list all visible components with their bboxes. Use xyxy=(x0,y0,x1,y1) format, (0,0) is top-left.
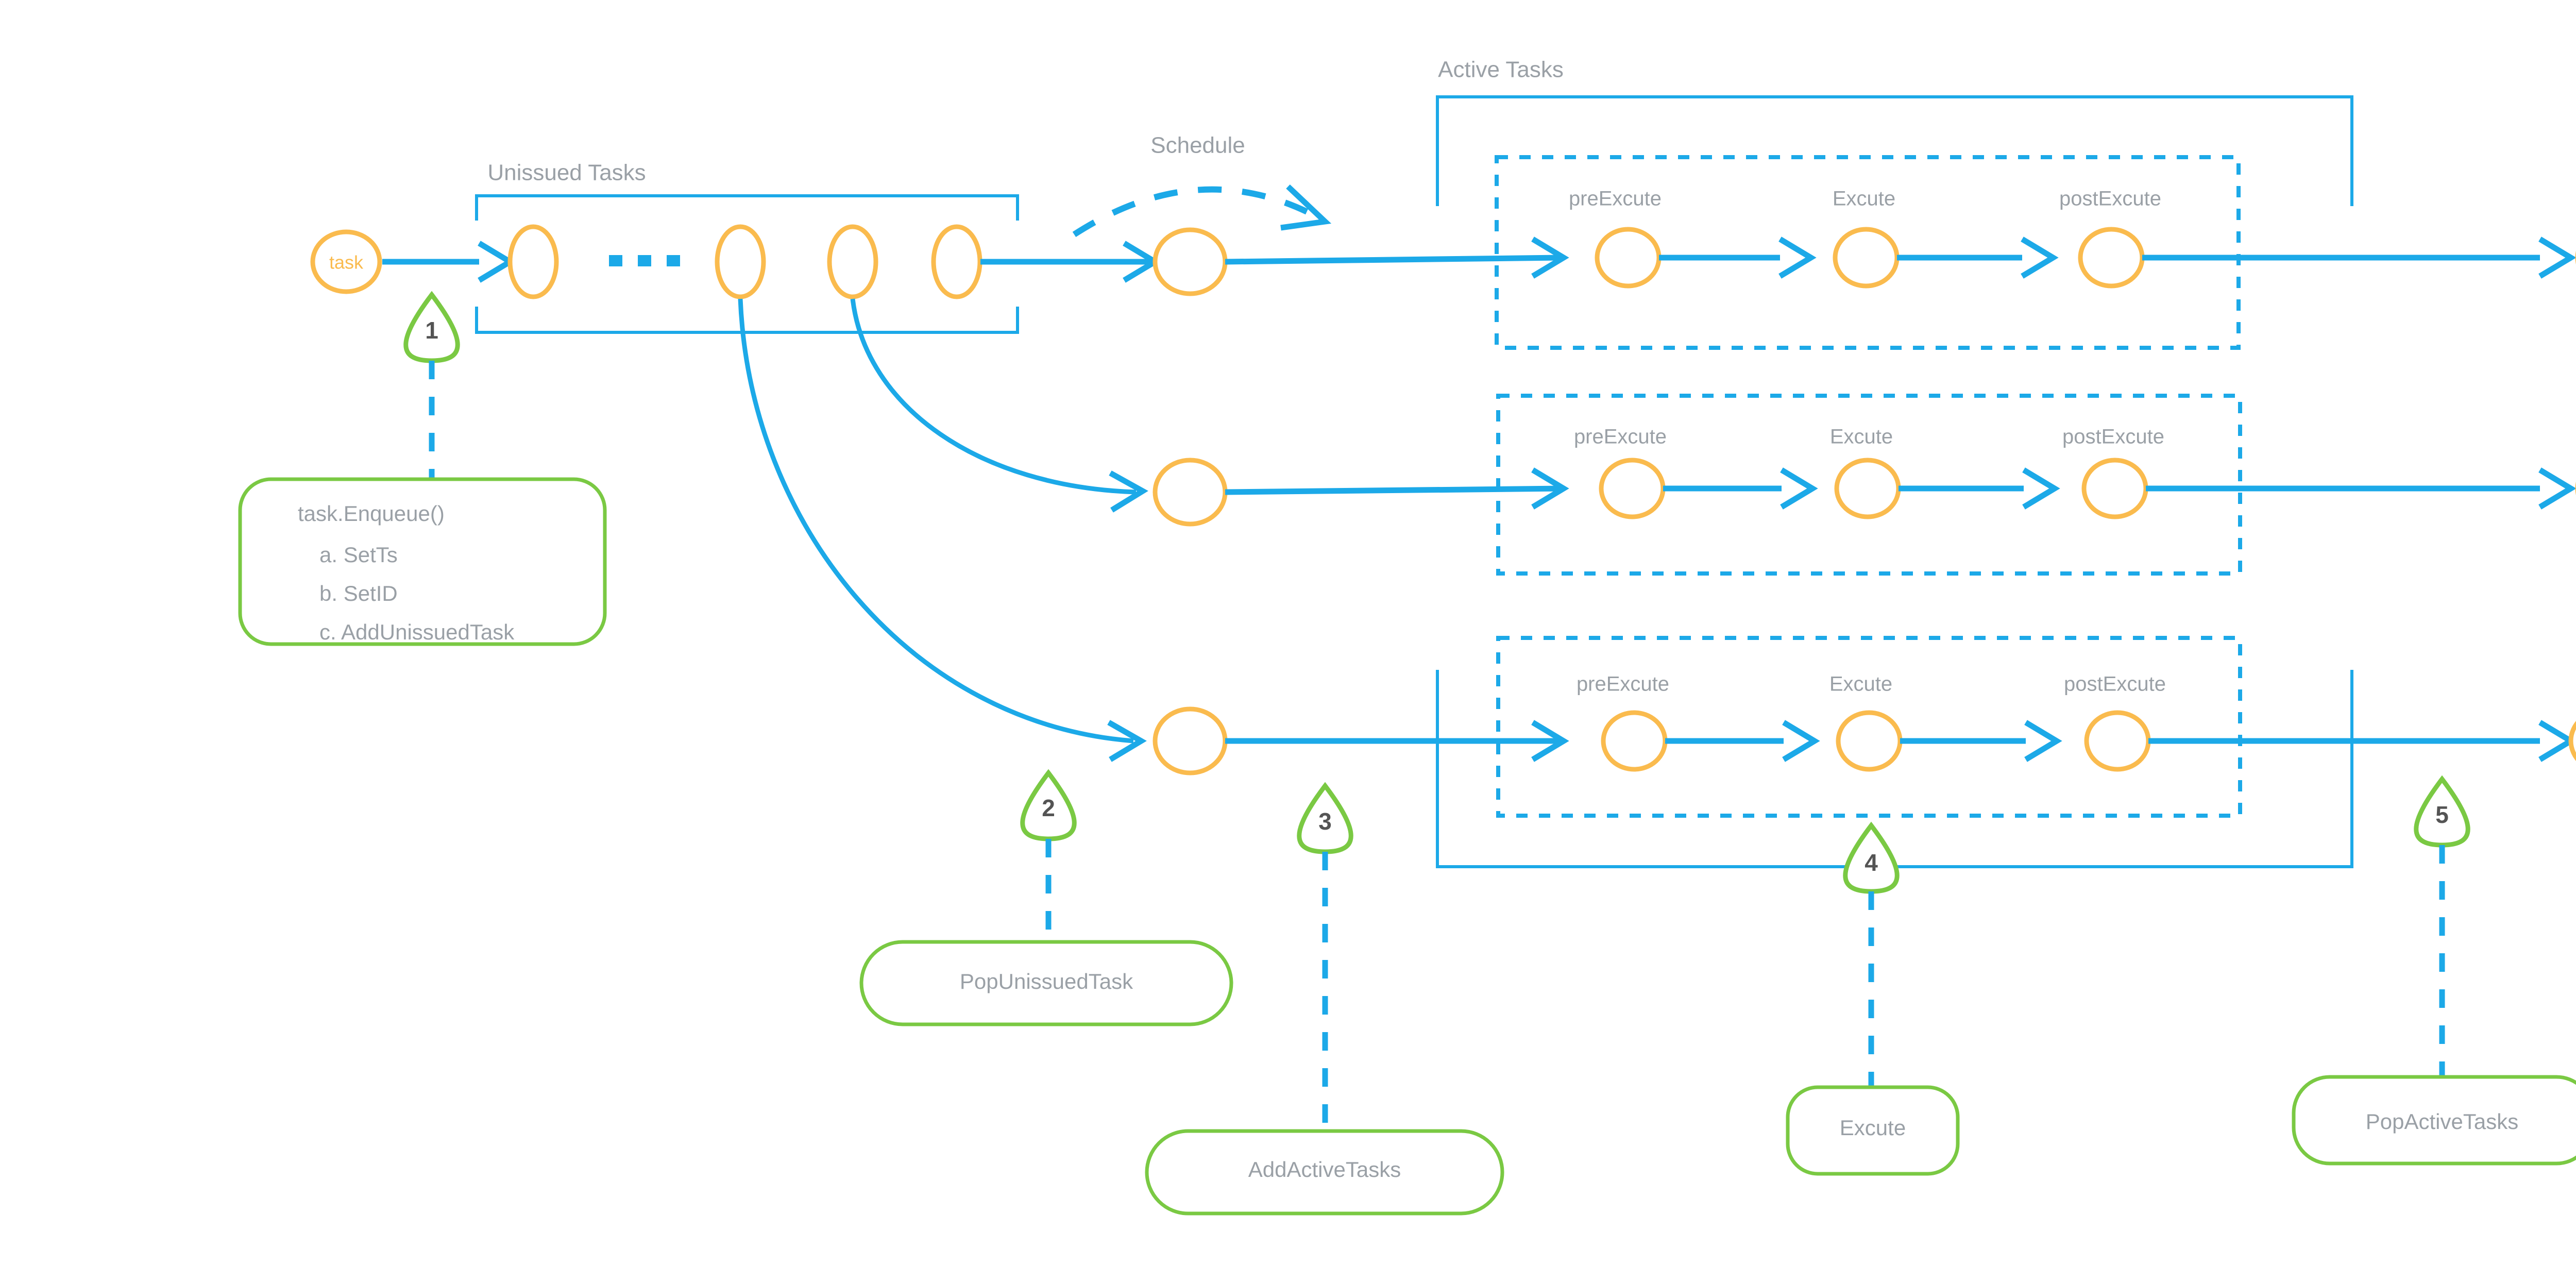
queue-node-4[interactable] xyxy=(931,224,982,299)
marker-3-number: 3 xyxy=(1318,808,1332,835)
marker-1-callout-item-c: c. AddUnissuedTask xyxy=(319,620,515,644)
stage-label-post-row-3: postExcute xyxy=(2064,673,2166,696)
marker-2-number: 2 xyxy=(1042,795,1055,821)
arrowhead-post-to-end-3 xyxy=(2538,720,2576,762)
arrowhead-schedule-to-pre-1 xyxy=(1531,237,1569,279)
unissued-tasks-bracket xyxy=(475,194,1019,334)
arrowhead-queue3-to-row2 xyxy=(1109,470,1148,513)
group-label-schedule: Schedule xyxy=(1150,133,1245,158)
schedule-node-row-2[interactable] xyxy=(1153,458,1228,527)
stage-node-pre-row-2[interactable] xyxy=(1599,458,1666,519)
stage-node-pre-row-1[interactable] xyxy=(1595,227,1662,289)
marker-1-callout-box[interactable] xyxy=(238,477,607,646)
arrowhead-exec-to-post-1 xyxy=(2021,237,2059,279)
group-label-active-tasks: Active Tasks xyxy=(1438,57,1564,82)
marker-4-callout-box[interactable] xyxy=(1786,1085,1960,1176)
marker-1-callout-title: task.Enqueue() xyxy=(298,501,445,526)
marker-5-callout-box[interactable] xyxy=(2292,1075,2576,1166)
queue-node-2[interactable] xyxy=(715,224,766,299)
marker-2-callout-box[interactable] xyxy=(859,940,1233,1026)
stage-label-pre-row-2: preExcute xyxy=(1574,426,1667,448)
stage-label-post-row-1: postExcute xyxy=(2059,188,2161,210)
stage-box-row-3 xyxy=(1496,636,2242,818)
marker-5-callout-label: PopActiveTasks xyxy=(2366,1109,2518,1134)
stage-box-row-2 xyxy=(1496,394,2242,576)
stage-label-pre-row-3: preExcute xyxy=(1577,673,1669,696)
marker-4-callout-label: Excute xyxy=(1840,1116,1906,1140)
marker-3-callout-box[interactable] xyxy=(1145,1129,1504,1216)
row-3-pipeline: preExcute Excute postExcute xyxy=(738,298,2576,818)
stage-node-exec-row-1[interactable] xyxy=(1833,227,1900,289)
edge-queue2-to-row3 xyxy=(738,298,1134,744)
queue-dots-separator xyxy=(609,255,680,266)
marker-3-group: 3 AddActiveTasks xyxy=(1145,782,1504,1216)
stage-node-post-row-3[interactable] xyxy=(2084,710,2151,772)
node-task[interactable] xyxy=(310,229,382,294)
edge-schedule-to-pre-1 xyxy=(1225,255,1562,265)
arrowhead-schedule-to-pre-2 xyxy=(1531,467,1569,510)
group-label-unissued-tasks: Unissued Tasks xyxy=(487,160,646,185)
arrowhead-schedule-to-pre-3 xyxy=(1531,720,1569,762)
marker-3-callout-label: AddActiveTasks xyxy=(1248,1157,1401,1182)
marker-1-callout-item-a: a. SetTs xyxy=(319,543,398,567)
stage-label-post-row-2: postExcute xyxy=(2062,426,2164,448)
arrowhead-task-to-queue xyxy=(478,241,516,283)
end-node-row-3[interactable] xyxy=(2568,709,2576,773)
edge-queue3-to-row2 xyxy=(850,298,1137,495)
stage-label-exec-row-1: Excute xyxy=(1833,188,1895,210)
arrowhead-pre-to-exec-1 xyxy=(1778,237,1817,279)
stage-node-post-row-2[interactable] xyxy=(2081,458,2148,519)
marker-4-number: 4 xyxy=(1865,849,1878,876)
stage-label-exec-row-2: Excute xyxy=(1830,426,1893,448)
arrowhead-pre-to-exec-2 xyxy=(1780,467,1818,510)
arrowhead-post-to-end-1 xyxy=(2538,237,2576,279)
marker-2-callout-label: PopUnissuedTask xyxy=(960,969,1133,993)
schedule-node-row-3[interactable] xyxy=(1153,706,1228,775)
stage-label-exec-row-3: Excute xyxy=(1829,673,1892,696)
arrowhead-post-to-end-2 xyxy=(2538,467,2576,510)
stage-box-row-1 xyxy=(1495,155,2241,350)
schedule-dashed-arrow xyxy=(1072,184,1332,238)
marker-5-number: 5 xyxy=(2435,801,2449,828)
edge-schedule-to-pre-2 xyxy=(1225,485,1564,495)
stage-node-exec-row-3[interactable] xyxy=(1836,710,1903,772)
marker-1-group: 1 task.Enqueue() a. SetTs b. SetID c. Ad… xyxy=(238,291,607,646)
marker-5-group: 5 PopActiveTasks xyxy=(2292,775,2576,1166)
marker-4-group: 4 Excute xyxy=(1786,821,1960,1176)
arrowhead-exec-to-post-3 xyxy=(2024,720,2062,762)
node-task-label: task xyxy=(329,252,364,273)
arrowhead-exec-to-post-2 xyxy=(2022,467,2060,510)
stage-node-exec-row-2[interactable] xyxy=(1834,458,1901,519)
arrowhead-queue2-to-row3 xyxy=(1107,720,1147,762)
queue-node-1[interactable] xyxy=(507,224,559,299)
marker-1-number: 1 xyxy=(425,317,438,344)
marker-1-callout-item-b: b. SetID xyxy=(319,581,398,605)
row-1-pipeline: task xyxy=(310,155,2576,350)
stage-node-post-row-1[interactable] xyxy=(2078,227,2145,289)
arrowhead-pre-to-exec-3 xyxy=(1782,720,1820,762)
schedule-node-row-1[interactable] xyxy=(1153,227,1228,296)
row-2-pipeline: preExcute Excute postExcute xyxy=(850,298,2576,576)
stage-node-pre-row-3[interactable] xyxy=(1601,710,1668,772)
queue-node-3[interactable] xyxy=(827,224,878,299)
stage-label-pre-row-1: preExcute xyxy=(1569,188,1662,210)
marker-2-group: 2 PopUnissuedTask xyxy=(859,769,1233,1026)
